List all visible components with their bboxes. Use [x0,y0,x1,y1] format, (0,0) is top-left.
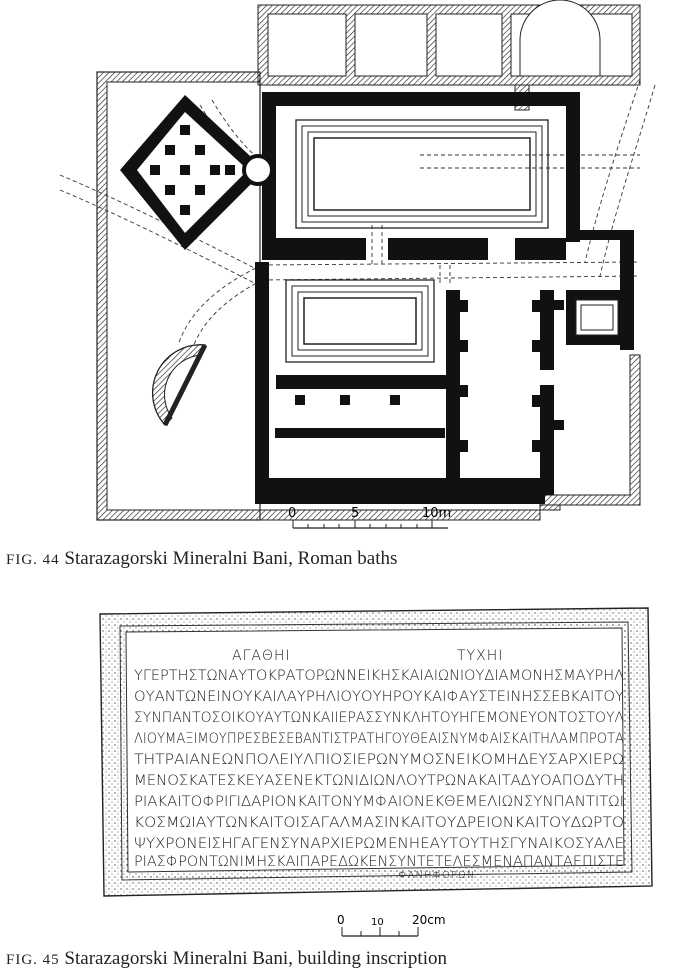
fig45-caption-number: FIG. 45 [6,952,60,968]
bath-plan-drawing: 0 5 10m [59,0,656,529]
inscription-heading-left: ΑΓΑΘΗΙ [232,648,291,664]
inscription-text: ΑΓΑΘΗΙ ΤΥΧΗΙ ΥΓΕΡΤΗΣΤΩΝΑΥΤΟΚΡΑΤΟΡΩΝΝΕΙΚΗ… [134,648,624,881]
fig44-caption: FIG. 44 Starazagorski Mineralni Bani, Ro… [6,548,397,570]
pillared-room [120,95,274,250]
inscription-line-8: ΚΟΣΜΩΙΑΥΤΩΝΚΑΙΤΟΙΣΑΓΑΛΜΑΣΙΝΚΑΙΤΟΥΔΡΕΙΟΝΚ… [134,815,624,831]
scale-label-10m: 10m [422,506,451,521]
scale-label-10: 10 [371,917,384,928]
fig45-caption-text: Starazagorski Mineralni Bani, building i… [64,948,447,969]
fig44-caption-text: Starazagorski Mineralni Bani, Roman bath… [64,548,398,569]
fig44-plan: 0 5 10m [59,0,656,529]
semicircle-structure [152,343,208,427]
inscription-line-4: ΛΙΟΥΜΑΞΙΜΟΥΠΡΕΣΒΕΣΕΒΑΝΤΙΣΤΡΑΤΗΓΟΥΘΕΑΙΣΝΥ… [134,731,624,747]
slab-frame [99,607,653,897]
inscription-line-10: ΡΙΑΣΦΡΟΝΤΩΝΙΜΗΣΚΑΙΠΑΡΕΔΩΚΕΝΣΥΝΤΕΤΕΛΕΣΜΕΝ… [134,854,624,870]
scale-label-0: 0 [288,506,296,521]
scale-label-20cm: 20cm [412,913,446,927]
upper-rooms [257,0,641,111]
pilasters [295,300,564,452]
dashed-channels [59,79,656,351]
inscription-line-9: ΨΥΧΡΟΝΕΙΣΗΓΑΓΕΝΣΥΝΑΡΧΙΕΡΩΜΕΝΗΕΑΥΤΟΥΤΗΣΓΥ… [134,836,624,852]
scale-bar-44: 0 5 10m [288,506,451,529]
inscription-line-3: ΣΥΝΠΑΝΤΟΣΟΙΚΟΥΑΥΤΩΝΚΑΙΙΕΡΑΣΣΥΝΚΛΗΤΟΥΗΓΕΜ… [134,710,624,726]
small-pool [285,279,435,363]
inscription-line-6: ΜΕΝΟΣΚΑΤΕΣΚΕΥΑΣΕΝΕΚΤΩΝΙΔΙΩΝΛΟΥΤΡΩΝΑΚΑΙΤΑ… [134,773,624,789]
fig44-caption-number: FIG. 44 [6,552,60,568]
inscription-line-7: ΡΙΑΚΑΙΤΟΦΡΙΓΙΔΑΡΙΟΝΚΑΙΤΟΝΥΜΦΑΙΟΝΕΚΘΕΜΕΛΙ… [134,794,624,810]
large-pool [295,119,549,229]
inscription-slab-drawing: ΑΓΑΘΗΙ ΤΥΧΗΙ ΥΓΕΡΤΗΣΤΩΝΑΥΤΟΚΡΑΤΟΡΩΝΝΕΙΚΗ… [99,607,653,937]
inscription-line-5: ΤΗΤΡΑΙΑΝΕΩΝΠΟΛΕΙΥΛΠΙΟΣΙΕΡΩΝΥΜΟΣΝΕΙΚΟΜΗΔΕ… [134,752,624,768]
inscription-line-1: ΥΓΕΡΤΗΣΤΩΝΑΥΤΟΚΡΑΤΟΡΩΝΝΕΙΚΗΣΚΑΙΑΙΩΝΙΟΥΔΙ… [134,668,624,684]
fig45-inscription: ΑΓΑΘΗΙ ΤΥΧΗΙ ΥΓΕΡΤΗΣΤΩΝΑΥΤΟΚΡΑΤΟΡΩΝΝΕΙΚΗ… [0,600,700,940]
inscription-line-10-extra: ΦΑΝΗΦΟΡΩΝ [398,870,475,881]
scale-label-5: 5 [351,506,359,521]
scale-label-0: 0 [337,913,345,927]
inscription-heading-right: ΤΥΧΗΙ [457,648,503,664]
side-tank [566,290,628,345]
fig45-caption: FIG. 45 Starazagorski Mineralni Bani, bu… [6,948,447,970]
inscription-line-2: ΟΥΑΝΤΩΝΕΙΝΟΥΚΑΙΛΑΥΡΗΛΙΟΥΟΥΗΡΟΥΚΑΙΦΑΥΣΤΕΙ… [134,689,624,705]
scale-bar-45: 0 10 20cm [337,913,446,937]
